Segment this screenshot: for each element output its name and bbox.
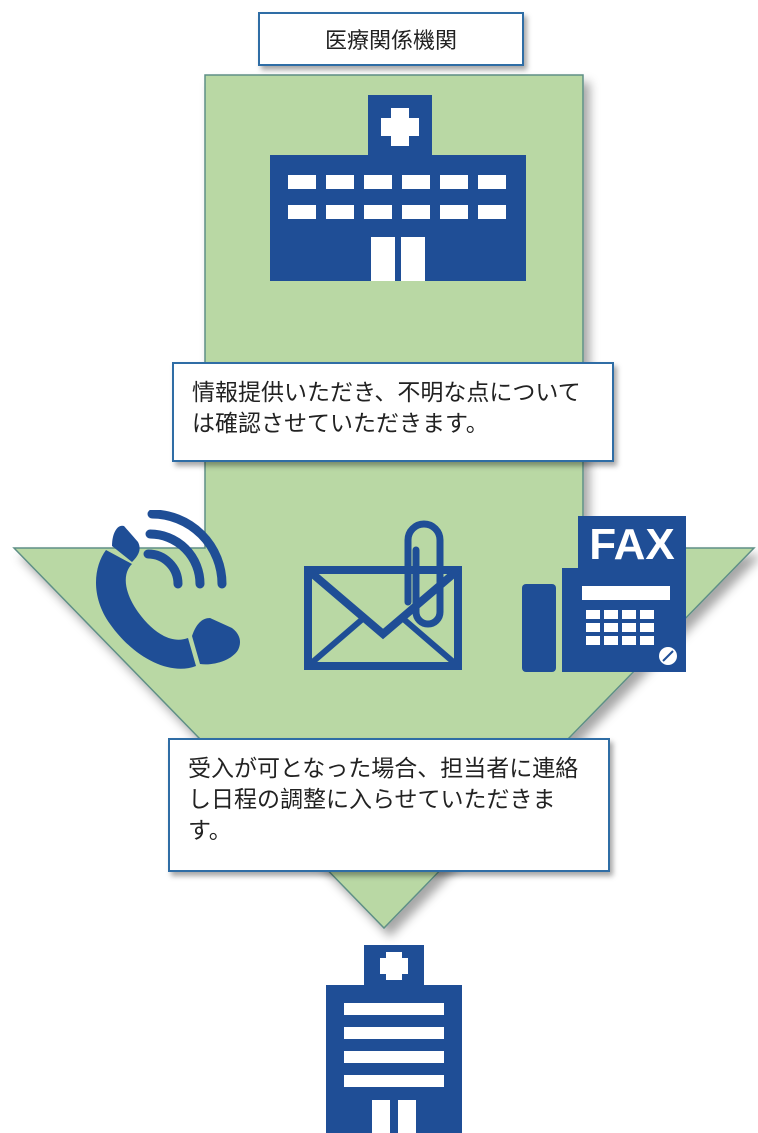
telephone-icon	[96, 510, 240, 669]
step1-text: 情報提供いただき、不明な点については確認させていただきます。	[192, 380, 581, 437]
step2-text: 受入が可となった場合、担当者に連絡し日程の調整に入らせていただきます。	[188, 756, 579, 844]
clinic-building-icon	[326, 945, 462, 1133]
title-box: 医療関係機関	[258, 12, 524, 66]
hospital-building-icon	[270, 95, 526, 281]
step1-box: 情報提供いただき、不明な点については確認させていただきます。	[172, 362, 614, 462]
fax-machine-icon: FAX	[522, 516, 686, 672]
fax-label: FAX	[589, 520, 675, 569]
step2-box: 受入が可となった場合、担当者に連絡し日程の調整に入らせていただきます。	[168, 738, 610, 872]
title-label: 医療関係機関	[324, 29, 457, 54]
envelope-with-clip-icon	[304, 520, 462, 670]
